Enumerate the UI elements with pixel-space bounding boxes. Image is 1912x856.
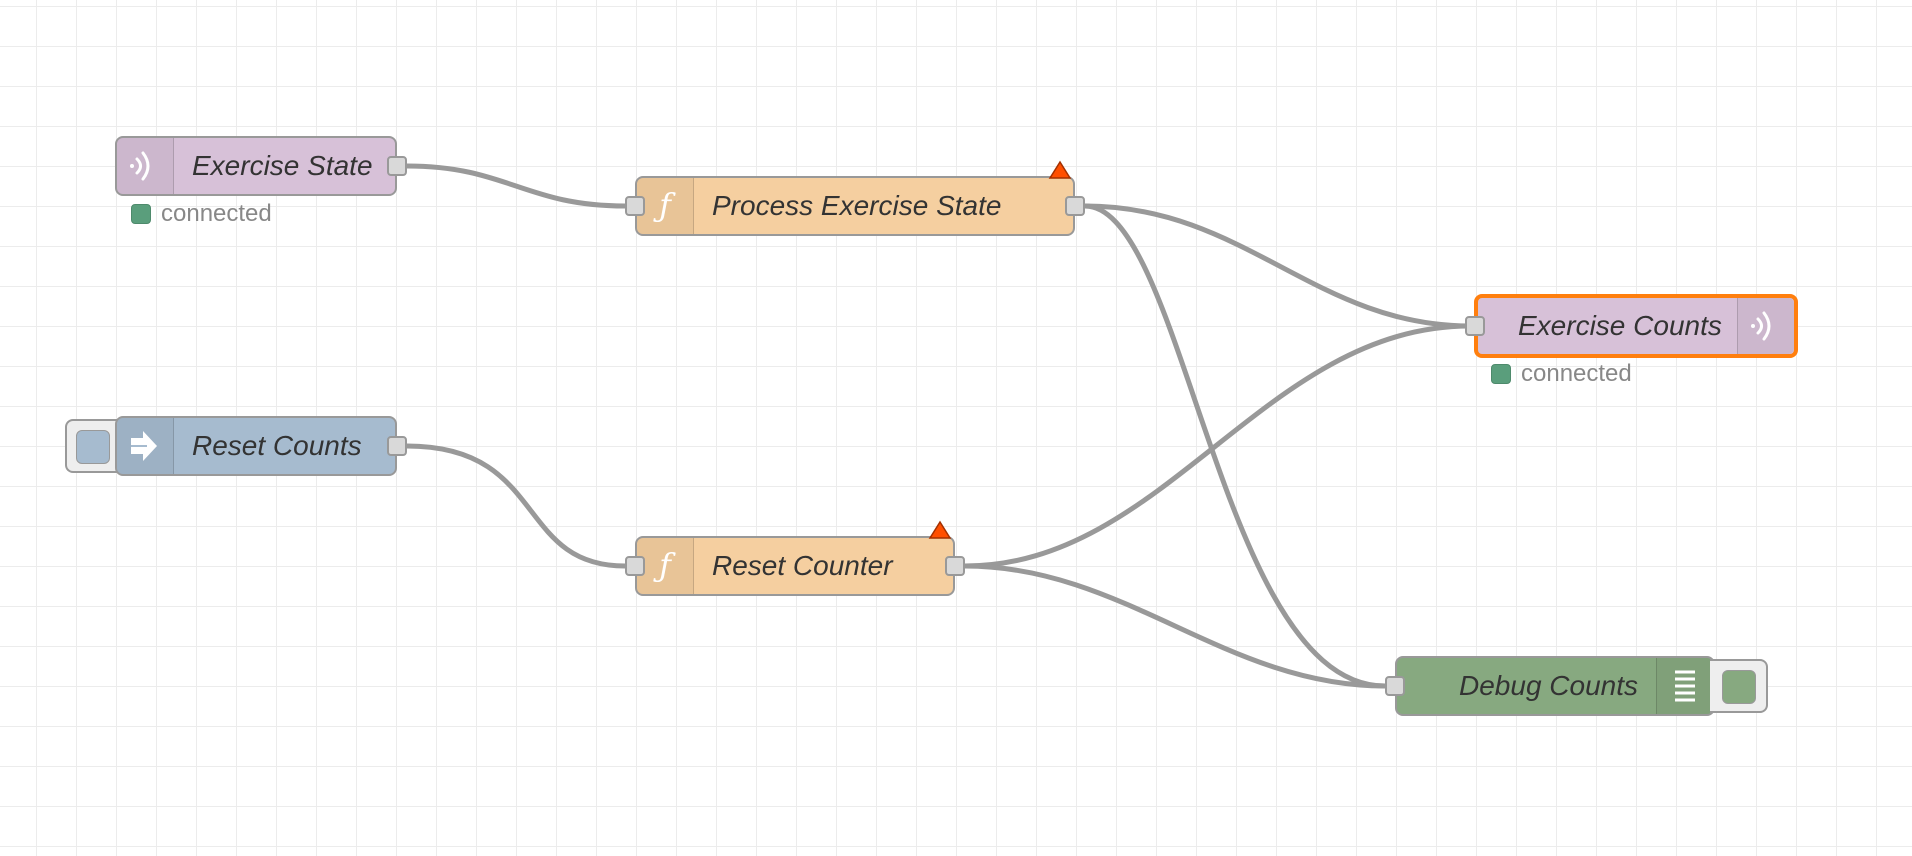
svg-text:ƒ: ƒ [653,546,676,584]
output-port[interactable] [387,436,407,456]
node-reset-counter[interactable]: ƒ Reset Counter [635,536,955,596]
node-label: Exercise Counts [1518,310,1722,341]
node-reset-counts[interactable]: Reset Counts [115,416,397,476]
input-port[interactable] [1385,676,1405,696]
svg-text:ƒ: ƒ [653,186,676,224]
wire-reset-counter-to-debug-counts[interactable] [962,563,1388,689]
debug-list-icon [1656,658,1713,714]
node-label: Reset Counts [192,430,362,461]
node-debug-counts[interactable]: Debug Counts [1395,656,1715,716]
wire-reset-counts-to-reset-counter[interactable] [404,443,628,569]
node-label: Debug Counts [1459,670,1639,701]
node-label: Reset Counter [712,550,893,581]
output-port[interactable] [387,156,407,176]
status-connected: connected [1491,362,1651,386]
output-port[interactable] [945,556,965,576]
input-port[interactable] [625,556,645,576]
warning-icon [928,520,952,539]
function-icon: ƒ [637,538,694,594]
node-exercise-state[interactable]: Exercise State [115,136,397,196]
status-connected: connected [131,202,291,226]
output-port[interactable] [1065,196,1085,216]
function-icon: ƒ [637,178,694,234]
status-dot-icon [1491,364,1511,384]
status-dot-icon [131,204,151,224]
input-port[interactable] [625,196,645,216]
node-label: Exercise State [192,150,373,181]
wire-exercise-state-to-process[interactable] [404,163,628,209]
wire-process-to-debug-counts[interactable] [1082,203,1388,689]
inject-button-inner[interactable] [76,430,110,464]
wire-process-to-exercise-counts[interactable] [1082,203,1473,329]
debug-toggle-button[interactable] [1710,659,1768,713]
node-exercise-counts[interactable]: Exercise Counts [1474,294,1798,358]
debug-toggle-inner[interactable] [1722,670,1756,704]
warning-icon [1048,160,1072,179]
websocket-icon [1737,298,1794,354]
node-process-exercise-state[interactable]: ƒ Process Exercise State [635,176,1075,236]
input-port[interactable] [1465,316,1485,336]
websocket-icon [117,138,174,194]
inject-arrow-icon [117,418,174,474]
wire-reset-counter-to-exercise-counts[interactable] [962,323,1473,569]
node-label: Process Exercise State [712,190,1002,221]
